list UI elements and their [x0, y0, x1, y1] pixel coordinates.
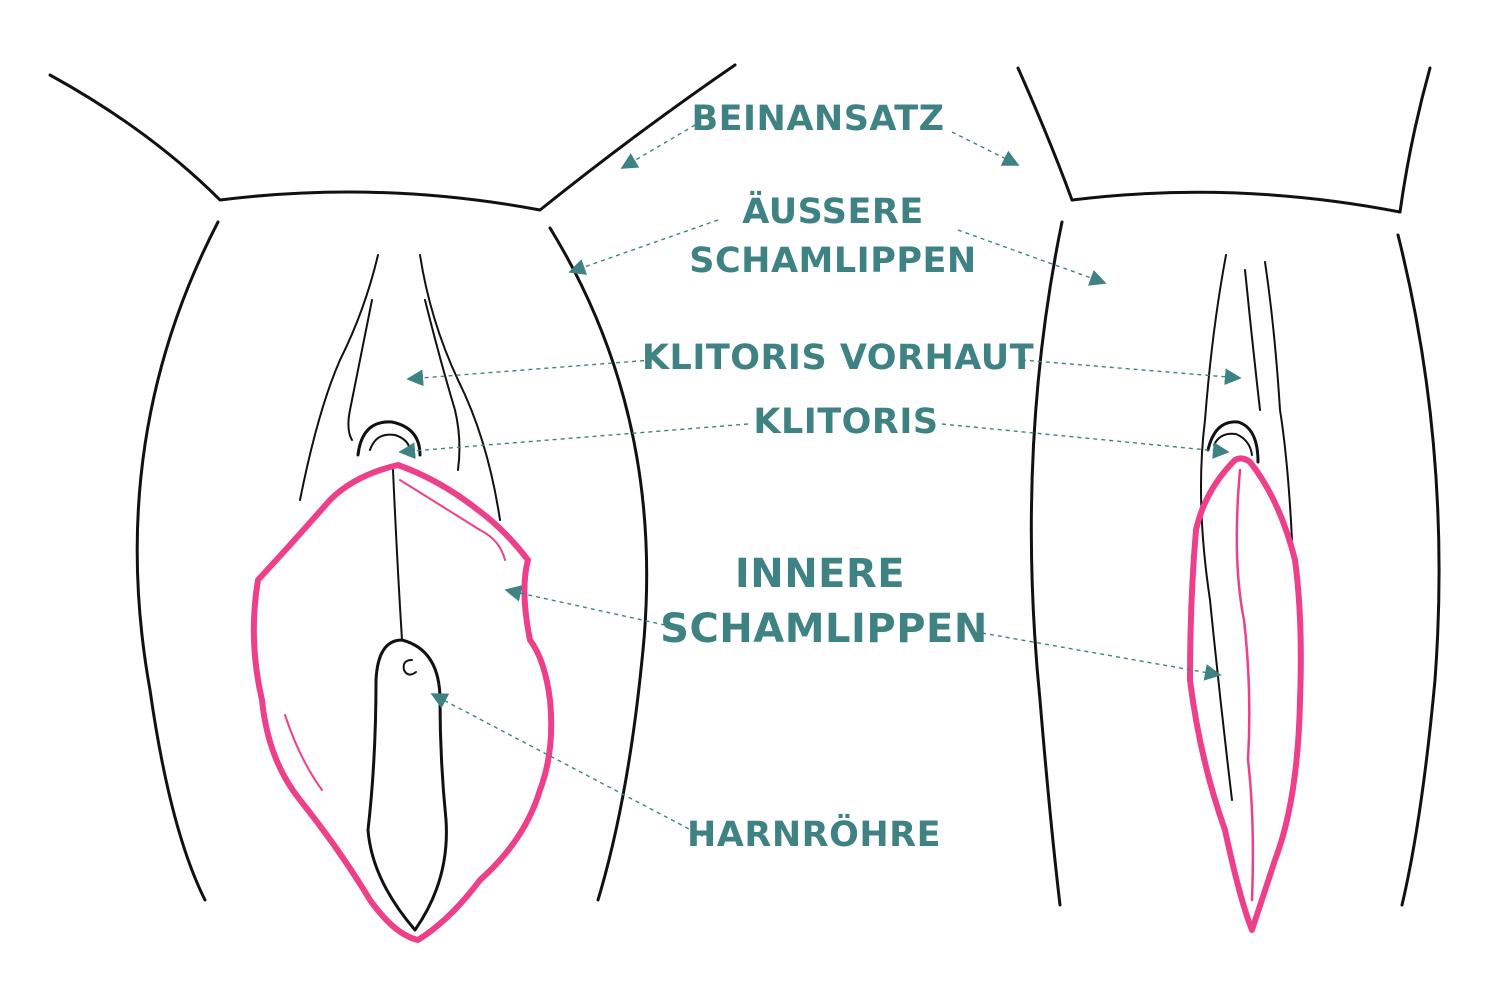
- leader-lines: [398, 124, 1242, 841]
- right-inner-labia-fold: [1235, 468, 1255, 902]
- leader-innere-left: [504, 585, 666, 626]
- leader-klitoris-left: [398, 423, 749, 460]
- right-clitoris-hood-inner: [1213, 432, 1253, 456]
- leader-harnroehre: [430, 693, 711, 841]
- left-outer-fold-left: [299, 254, 379, 501]
- label-innere-line1: INNERE: [735, 551, 905, 597]
- label-klitoris: KLITORIS: [753, 402, 938, 442]
- right-outer-fold-left: [1200, 254, 1233, 801]
- leader-vorhaut-left: [406, 359, 653, 387]
- labels: BEINANSATZ ÄUSSERE SCHAMLIPPEN KLITORIS …: [642, 99, 1034, 855]
- right-outer-fold-right: [1264, 261, 1293, 541]
- left-outer-fold-right: [419, 254, 501, 521]
- label-beinansatz: BEINANSATZ: [691, 99, 944, 139]
- left-inner-labia-fold: [399, 479, 506, 561]
- left-thigh-outer-left: [135, 220, 220, 902]
- right-outer-fold-right-2: [1244, 269, 1261, 411]
- leader-beinansatz-left: [620, 124, 696, 169]
- leader-beinansatz-right: [951, 131, 1020, 166]
- right-thigh-left: [1029, 220, 1064, 907]
- label-klitoris-vorhaut: KLITORIS VORHAUT: [642, 338, 1034, 378]
- label-aeussere-line2: SCHAMLIPPEN: [689, 241, 976, 281]
- left-urethra: [402, 659, 417, 676]
- label-innere-line2: SCHAMLIPPEN: [660, 606, 988, 652]
- right-thigh-right: [1396, 233, 1441, 907]
- left-inner-labia: [250, 462, 555, 943]
- right-hip-left: [1016, 66, 1074, 202]
- label-aeussere-line1: ÄUSSERE: [742, 190, 924, 232]
- leader-vorhaut-right: [1021, 359, 1242, 386]
- left-outer-fold-right-2: [424, 299, 461, 471]
- left-clitoris-hood-inner: [369, 433, 411, 453]
- right-clitoris-hood: [1206, 420, 1260, 464]
- right-hip-line: [1070, 190, 1402, 214]
- leader-innere-right: [981, 632, 1222, 681]
- leader-klitoris-right: [941, 423, 1230, 459]
- left-figure: [48, 63, 737, 943]
- left-clitoris-hood: [356, 420, 422, 457]
- left-hip-line: [48, 63, 737, 212]
- right-inner-labia: [1187, 455, 1304, 933]
- leader-aeussere-right: [957, 229, 1107, 286]
- right-hip-right: [1398, 66, 1432, 214]
- left-inner-labia-fold-2: [284, 714, 323, 791]
- left-center-line: [392, 469, 403, 641]
- left-vaginal-opening: [366, 638, 448, 932]
- label-harnroehre: HARNRÖHRE: [687, 813, 941, 855]
- leader-aeussere-left: [568, 219, 719, 275]
- left-thigh-outer-right: [548, 226, 649, 902]
- right-figure: [1016, 66, 1441, 933]
- left-outer-fold-left-2: [347, 299, 373, 441]
